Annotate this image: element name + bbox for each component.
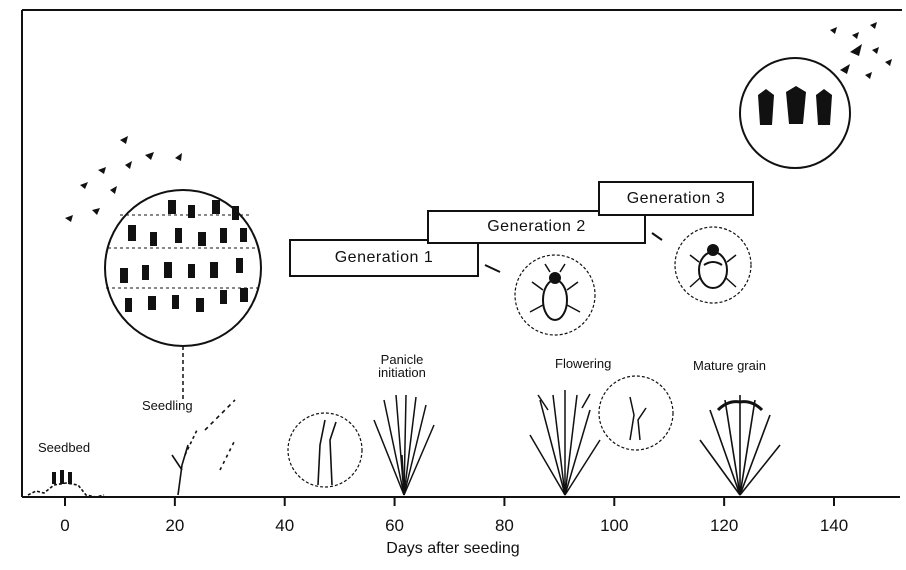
mature-field-circle <box>739 57 851 169</box>
flowering-label: Flowering <box>555 356 612 371</box>
seedbed-plot-icon <box>27 470 105 498</box>
mature-grain-plant-icon <box>699 395 781 496</box>
x-axis-ticks <box>64 497 835 506</box>
x-tick-label: 40 <box>275 516 295 535</box>
x-tick-label: 80 <box>494 516 514 535</box>
panicle-initiation-label: Panicle initiation <box>378 352 426 380</box>
x-tick-label: 140 <box>819 516 849 535</box>
generation-3-bar: Generation 3 <box>598 181 754 216</box>
seedbed-label: Seedbed <box>38 440 91 455</box>
x-tick-label: 20 <box>165 516 185 535</box>
generation-1-bar: Generation 1 <box>289 239 479 277</box>
gen1-connector <box>484 264 501 273</box>
generation-2-bar: Generation 2 <box>427 210 646 244</box>
x-tick-label: 100 <box>600 516 629 535</box>
flowering-damage-circle <box>598 375 674 451</box>
seedling-label: Seedling <box>142 398 193 413</box>
x-tick-label: 0 <box>60 516 70 535</box>
seedbed-infestation-circle <box>104 189 262 400</box>
migrating-insects-right-icon <box>830 22 892 79</box>
flowering-plant-icon <box>529 390 601 496</box>
insect-gen2-icon <box>674 226 752 304</box>
tiller-damage-circle <box>287 412 363 488</box>
x-axis-title: Days after seeding <box>386 540 520 557</box>
migrating-insects-left-icon <box>65 136 182 222</box>
seedling-plant-icon <box>171 399 236 496</box>
gen2-connector <box>651 232 663 241</box>
x-tick-label: 120 <box>709 516 739 535</box>
panicle-initiation-plant-icon <box>373 394 435 496</box>
generation-3-label: Generation 3 <box>626 189 726 207</box>
mature-grain-label: Mature grain <box>693 358 766 373</box>
insect-gen1-icon <box>514 254 596 336</box>
x-tick-label: 60 <box>385 516 405 535</box>
generation-2-label: Generation 2 <box>487 218 586 235</box>
generation-1-label: Generation 1 <box>334 249 434 266</box>
